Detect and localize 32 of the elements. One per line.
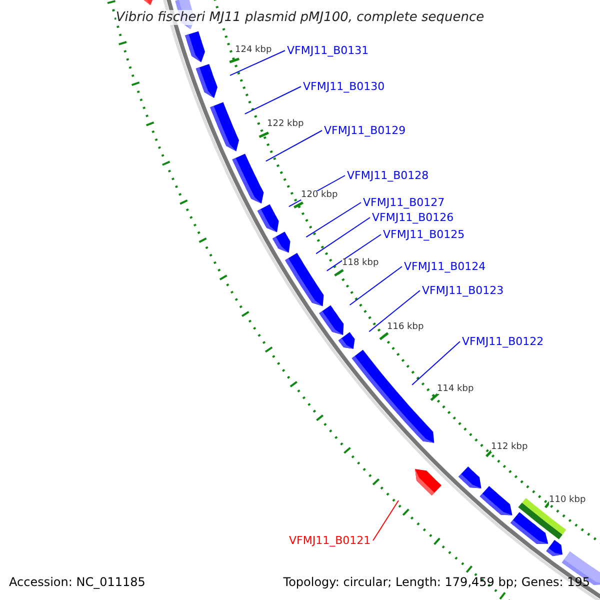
gene-label: VFMJ11_B0124 (404, 261, 486, 272)
scale-label: 112 kbp (491, 443, 528, 452)
leader-line (229, 50, 286, 76)
leader-line (306, 202, 362, 238)
gene-label: VFMJ11_B0127 (363, 197, 445, 208)
gene-label: VFMJ11_B0131 (287, 45, 369, 56)
gene-label: VFMJ11_B0129 (324, 125, 406, 136)
gene-label: VFMJ11_B0128 (347, 170, 429, 181)
leader-line (412, 341, 460, 386)
leader-line (326, 234, 382, 272)
leader-line (244, 86, 302, 114)
scale-label: 120 kbp (301, 191, 338, 200)
scale-label: 114 kbp (437, 385, 474, 394)
summary-text: Topology: circular; Length: 179,459 bp; Genes: 195 (283, 576, 590, 588)
accession-text: Accession: NC_011185 (9, 576, 146, 588)
gene-label: VFMJ11_B0123 (422, 285, 504, 296)
leader-line (349, 266, 402, 306)
gene-label: VFMJ11_B0126 (372, 212, 454, 223)
gene-label: VFMJ11_B0125 (383, 229, 465, 240)
leader-line (372, 500, 400, 541)
leader-line (316, 217, 370, 254)
scale-label: 110 kbp (549, 496, 586, 505)
scale-label: 118 kbp (342, 259, 379, 268)
title: Vibrio fischeri MJ11 plasmid pMJ100, complete sequence (116, 10, 484, 25)
gene-label: VFMJ11_B0122 (462, 336, 544, 347)
leader-line (368, 290, 420, 332)
scale-label: 122 kbp (267, 120, 304, 129)
gene-label: VFMJ11_B0130 (303, 81, 385, 92)
scale-label: 116 kbp (387, 323, 424, 332)
leader-line (265, 130, 322, 162)
gene-label: VFMJ11_B0121 (289, 535, 371, 546)
scale-label: 124 kbp (235, 46, 272, 55)
